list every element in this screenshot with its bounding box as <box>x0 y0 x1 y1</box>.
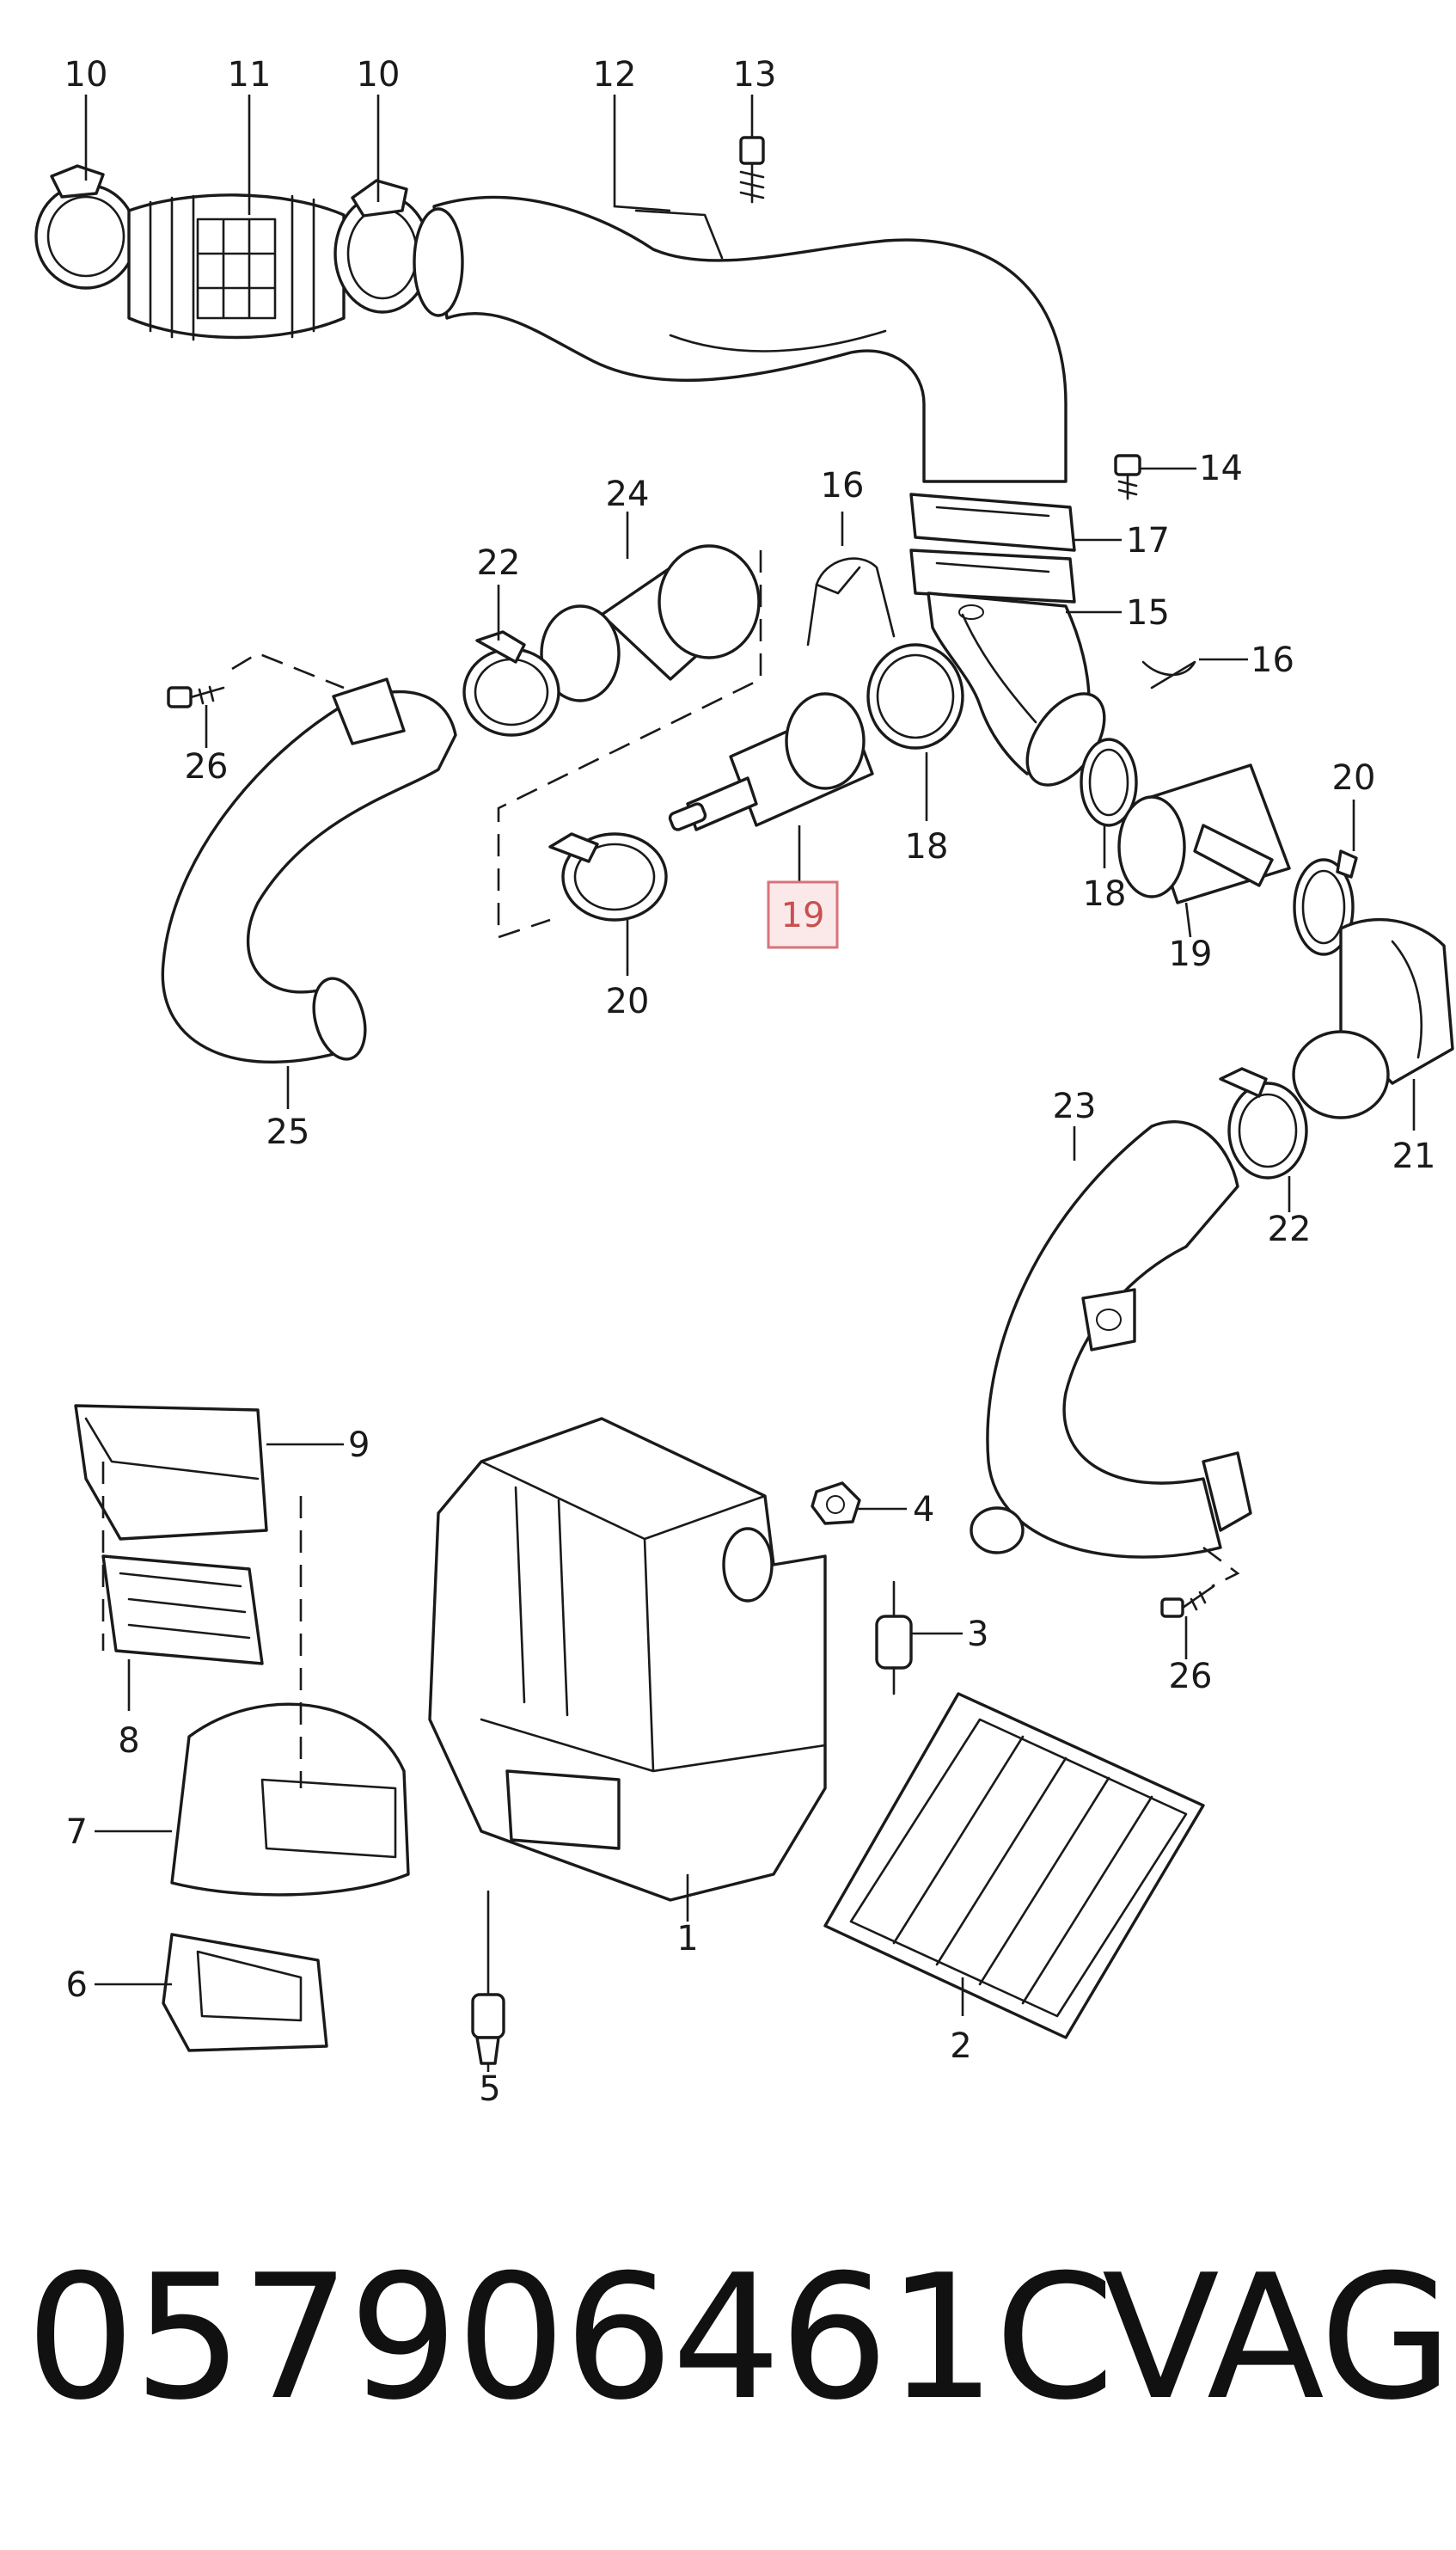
seal-18-left <box>866 643 964 750</box>
callout-13: 13 <box>733 55 777 95</box>
callout-15: 15 <box>1126 593 1170 633</box>
duct-7 <box>170 1702 410 1897</box>
leader-lines <box>84 95 1416 2072</box>
callout-8: 8 <box>118 1721 139 1761</box>
callout-10-right: 10 <box>357 55 401 95</box>
clip-16-left <box>806 557 896 647</box>
callout-19-highlighted: 19 <box>781 896 825 935</box>
sensor-19-left <box>668 692 874 831</box>
callout-18-right: 18 <box>1083 874 1127 914</box>
assembly-line-9-8 <box>101 1462 303 1788</box>
callout-1: 1 <box>676 1919 698 1958</box>
callout-4: 4 <box>913 1490 934 1529</box>
duct-23 <box>970 1120 1252 1559</box>
callout-16-upper: 16 <box>821 466 865 506</box>
callout-5: 5 <box>479 2069 500 2109</box>
callout-26-upper: 26 <box>185 747 229 787</box>
sensor-19-right <box>1117 763 1291 904</box>
callout-22-lower: 22 <box>1268 1210 1312 1249</box>
callout-6: 6 <box>66 1965 88 2005</box>
hose-11-ribbed <box>127 193 346 341</box>
bolt-14 <box>1114 454 1141 500</box>
clamp-10-left <box>34 164 138 290</box>
callout-11: 11 <box>228 55 272 95</box>
clamp-20-left <box>548 832 668 922</box>
brand-caption: VAG <box>1102 2238 1453 2438</box>
callout-24: 24 <box>606 475 650 514</box>
bolt-26-upper <box>167 685 225 708</box>
callout-22-upper: 22 <box>477 543 521 583</box>
cover-9 <box>74 1404 268 1541</box>
nut-4 <box>811 1481 861 1525</box>
valve-5 <box>471 1890 505 2065</box>
hose-25 <box>161 677 457 1064</box>
callout-12: 12 <box>593 55 637 95</box>
assembly-line-23-26 <box>1202 1546 1240 1588</box>
callout-16-right: 16 <box>1251 641 1294 680</box>
clamp-10-right <box>333 179 431 314</box>
assembly-line-24-20 <box>497 550 762 939</box>
callout-19-right: 19 <box>1169 935 1213 974</box>
inlet-6 <box>162 1933 328 2052</box>
callout-17: 17 <box>1126 521 1170 561</box>
elbow-21 <box>1292 917 1454 1119</box>
clamp-20-right <box>1293 849 1358 956</box>
air-box-1 <box>428 1417 827 1902</box>
callout-3: 3 <box>967 1615 988 1654</box>
bolt-26-lower <box>1160 1585 1215 1618</box>
callout-26-lower: 26 <box>1169 1657 1213 1696</box>
callout-14: 14 <box>1199 449 1243 488</box>
callout-23: 23 <box>1053 1087 1097 1126</box>
mount-3 <box>875 1580 913 1695</box>
seal-18-right <box>1080 738 1138 827</box>
clip-16-right <box>1141 660 1196 690</box>
callout-21: 21 <box>1392 1137 1436 1176</box>
bolt-13 <box>739 136 765 204</box>
callout-20-right: 20 <box>1332 758 1376 798</box>
clamp-22-lower <box>1219 1067 1308 1180</box>
hose-24 <box>540 544 761 702</box>
highlight-box-19 <box>767 880 839 949</box>
callout-2: 2 <box>950 2026 971 2066</box>
callout-10-left: 10 <box>64 55 108 95</box>
bracket-8 <box>101 1554 264 1665</box>
callout-9: 9 <box>348 1425 370 1465</box>
filter-2 <box>823 1692 1205 2039</box>
gasket-17 <box>909 493 1076 604</box>
callout-25: 25 <box>266 1113 310 1152</box>
callout-18-left: 18 <box>905 827 949 867</box>
elbow-15 <box>927 592 1106 787</box>
assembly-line-26-25 <box>231 652 345 690</box>
part-number-caption: 057906461C <box>26 2238 1115 2438</box>
callout-20-left: 20 <box>606 982 650 1021</box>
duct-12-long <box>413 195 1068 483</box>
clamp-22-upper <box>462 630 560 737</box>
callout-7: 7 <box>66 1812 88 1852</box>
